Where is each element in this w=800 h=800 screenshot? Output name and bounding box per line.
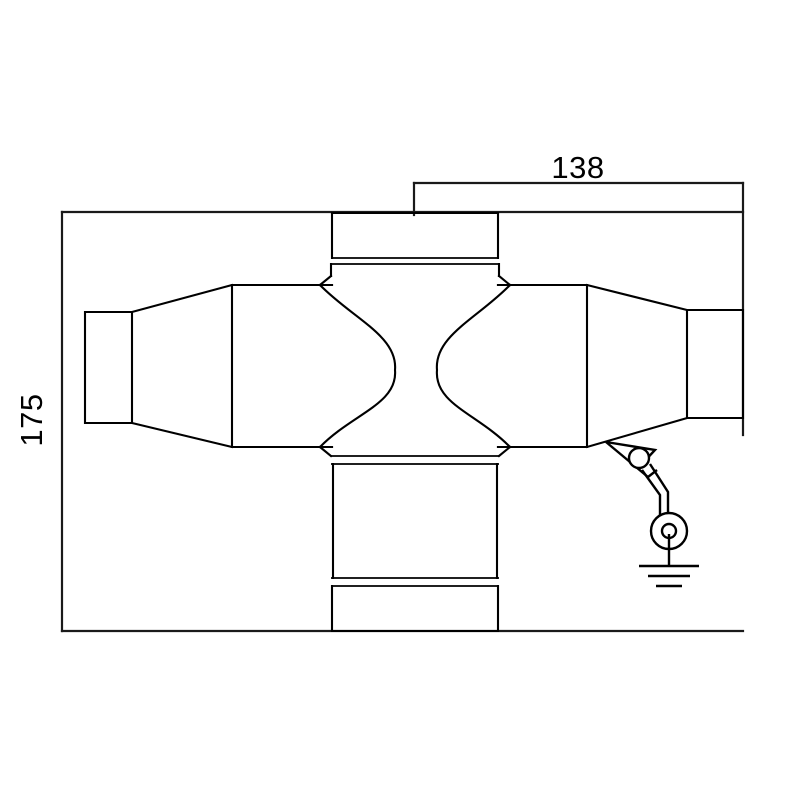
right-body-straight	[496, 283, 589, 449]
dimension-label-138: 138	[551, 150, 604, 185]
top-branch-shoulder-chamfers	[318, 274, 512, 287]
center-waist-left-curve	[318, 283, 397, 449]
bottom-branch-sides-upper	[331, 462, 499, 580]
top-branch-collar-sides	[329, 262, 501, 278]
ground-lug-left-arm	[605, 441, 649, 478]
bottom-branch-sides-lower	[330, 584, 500, 633]
right-taper-cone	[585, 283, 689, 449]
dimension-label-175: 175	[14, 393, 49, 446]
left-taper-cone	[130, 283, 234, 449]
left-body-straight	[230, 283, 334, 449]
bottom-branch-shoulder-chamfers	[318, 445, 512, 458]
center-waist-right-curve	[435, 283, 512, 449]
left-end-stub	[83, 310, 134, 425]
right-end-stub	[685, 308, 745, 420]
ground-bolt-icon	[627, 446, 651, 470]
ground-terminal	[605, 440, 699, 588]
dimension-group-175	[60, 210, 745, 633]
top-branch-sides	[330, 211, 500, 260]
